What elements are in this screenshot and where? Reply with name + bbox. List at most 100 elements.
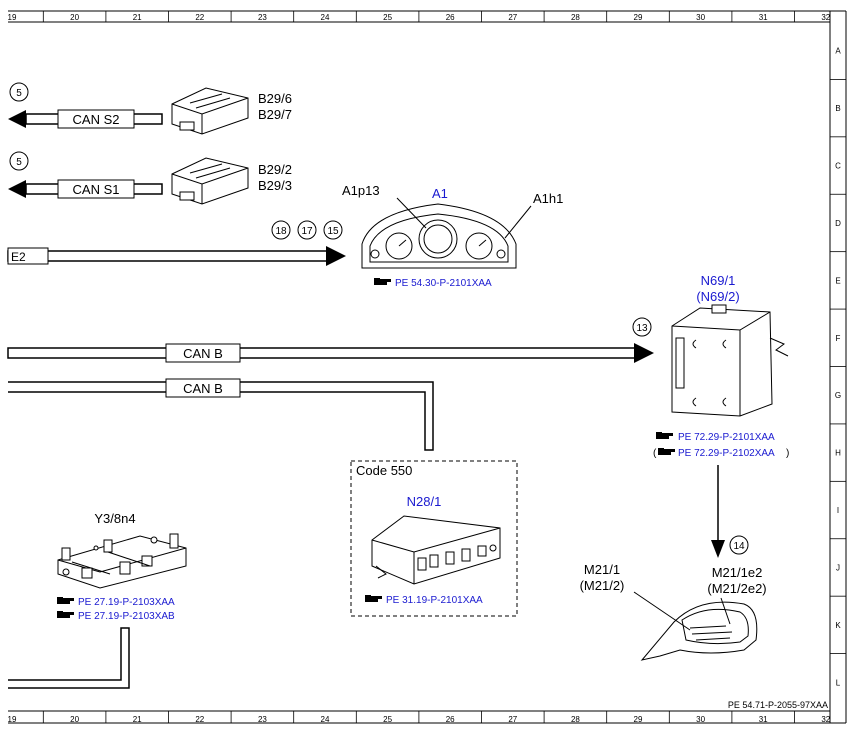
row-label: G: [835, 391, 841, 400]
a1-instrument-cluster: [361, 197, 532, 269]
pointing-hand-icon: [365, 595, 382, 602]
can-s1-label: CAN S1: [73, 182, 120, 197]
row-label: F: [836, 334, 841, 343]
column-label: 27: [508, 13, 517, 22]
column-label: 28: [571, 13, 580, 22]
column-label: 31: [759, 13, 768, 22]
b29-7-label: B29/7: [258, 107, 292, 122]
e2-label: E2: [11, 250, 26, 264]
column-label: 25: [383, 715, 392, 724]
document-reference: PE 54.71-P-2055-97XAA: [728, 700, 828, 710]
can-b-top-label: CAN B: [183, 346, 223, 361]
can-s1-line: 5 CAN S1: [8, 151, 163, 199]
column-label: 20: [70, 715, 79, 724]
b29-6-label: B29/6: [258, 91, 292, 106]
can-b-bottom-line: [8, 378, 434, 451]
column-label: 32: [821, 13, 830, 22]
connector-18: 18: [275, 226, 287, 237]
n69-to-mirror-wire: [711, 465, 749, 558]
column-label: 31: [759, 715, 768, 724]
m21-1e2-label: M21/1e2: [712, 565, 763, 580]
a1-label: A1: [432, 186, 448, 201]
connector-5-b: 5: [16, 157, 22, 168]
row-label: I: [837, 506, 839, 515]
n69-1-label: N69/1: [701, 273, 736, 288]
column-label: 25: [383, 13, 392, 22]
connector-14: 14: [733, 541, 745, 552]
column-label: 27: [508, 715, 517, 724]
column-label: 22: [195, 715, 204, 724]
can-s2-line: 5 CAN S2: [8, 82, 163, 129]
column-label: 28: [571, 715, 580, 724]
pointing-hand-icon: [656, 432, 673, 439]
n28-1-label: N28/1: [407, 494, 442, 509]
row-label: B: [835, 104, 840, 113]
m21-2e2-label: (M21/2e2): [707, 581, 766, 596]
n69-2-label: (N69/2): [696, 289, 739, 304]
pointing-hand-icon: [57, 597, 74, 604]
connector-5-a: 5: [16, 88, 22, 99]
svg-text:(: (: [653, 448, 657, 459]
column-grid: 19 19 20 20 21 21 22 22 23 23 24 24 25 25 26 26 27 27 28 28…: [8, 11, 831, 724]
column-label: 32: [821, 715, 830, 724]
y3-wire: [8, 627, 130, 689]
m21-2-label: (M21/2): [580, 578, 625, 593]
b29-6-sensor: [171, 87, 249, 135]
row-label: E: [835, 276, 840, 285]
y3-reference-1: PE 27.19-P-2103XAA: [78, 597, 175, 608]
row-label: K: [835, 621, 841, 630]
b29-2-label: B29/2: [258, 162, 292, 177]
column-label: 19: [8, 715, 17, 724]
connectors-18-17-15: [271, 220, 343, 240]
column-label: 29: [634, 715, 643, 724]
n69-1-module: [671, 304, 789, 417]
row-label: L: [836, 678, 841, 687]
row-label: J: [836, 563, 840, 572]
b29-2-sensor: [171, 157, 249, 205]
column-label: 20: [70, 13, 79, 22]
m21-mirror: [633, 591, 758, 661]
column-label: 22: [195, 13, 204, 22]
a1h1-label: A1h1: [533, 191, 563, 206]
column-label: 30: [696, 715, 705, 724]
y3-reference-2: PE 27.19-P-2103XAB: [78, 611, 175, 622]
a1p13-label: A1p13: [342, 183, 380, 198]
e2-line: [7, 246, 346, 266]
pointing-hand-icon: [658, 448, 675, 455]
column-label: 24: [321, 715, 330, 724]
connector-17: 17: [301, 226, 313, 237]
column-label: 26: [446, 13, 455, 22]
column-label: 23: [258, 13, 267, 22]
n69-reference-1: PE 72.29-P-2101XAA: [678, 432, 775, 443]
row-label: D: [835, 219, 841, 228]
pointing-hand-icon: [57, 611, 74, 618]
column-label: 26: [446, 715, 455, 724]
connector-13: 13: [636, 323, 648, 334]
row-label: A: [835, 47, 841, 56]
can-b-top-line: [7, 317, 654, 363]
column-label: 21: [133, 13, 142, 22]
code-550-label: Code 550: [356, 463, 412, 478]
n69-reference-2: PE 72.29-P-2102XAA: [678, 448, 775, 459]
column-label: 21: [133, 715, 142, 724]
row-label: H: [835, 449, 841, 458]
row-label: C: [835, 162, 841, 171]
column-label: 24: [321, 13, 330, 22]
y3-8n4-label: Y3/8n4: [94, 511, 135, 526]
column-label: 23: [258, 715, 267, 724]
pointing-hand-icon: [374, 278, 391, 285]
m21-1-label: M21/1: [584, 562, 620, 577]
a1-reference: PE 54.30-P-2101XAA: [395, 278, 492, 289]
column-label: 29: [634, 13, 643, 22]
n28-reference: PE 31.19-P-2101XAA: [386, 595, 483, 606]
y3-8n4-controller: [57, 533, 187, 589]
connector-15: 15: [327, 226, 339, 237]
can-b-bottom-label: CAN B: [183, 381, 223, 396]
n28-1-module: [371, 515, 501, 585]
column-label: 30: [696, 13, 705, 22]
column-label: 19: [8, 13, 17, 22]
can-s2-label: CAN S2: [73, 112, 120, 127]
b29-3-label: B29/3: [258, 178, 292, 193]
row-grid: A B C D E F G H I J K L: [830, 47, 846, 687]
